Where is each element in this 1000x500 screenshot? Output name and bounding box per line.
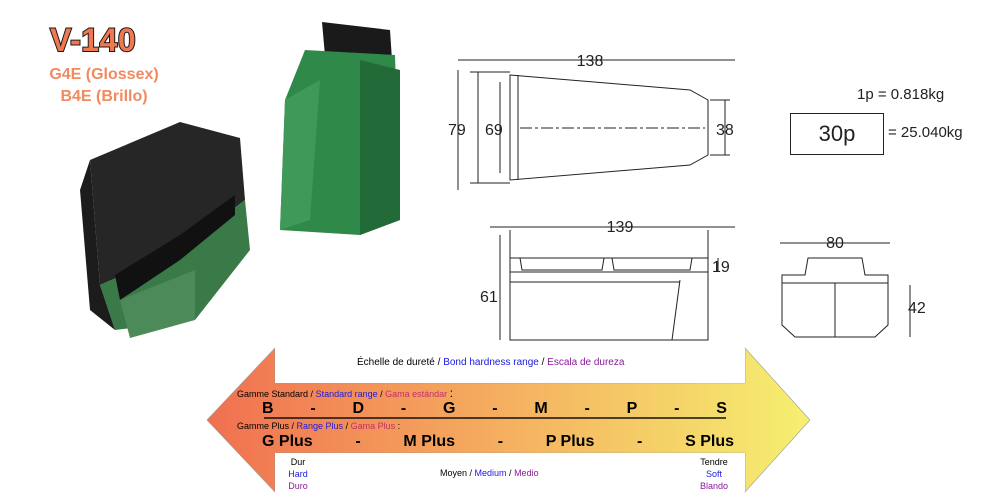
dim-height-side: 61 — [480, 289, 498, 306]
label-text: Escala de dureza — [547, 357, 625, 368]
variant-brillo: B4E (Brillo) — [60, 88, 148, 105]
label-text: Blando — [699, 481, 729, 491]
dim-width-outer: 79 — [448, 122, 466, 139]
label-text: Duro — [288, 481, 308, 491]
label-text: Gamme Standard — [237, 389, 309, 399]
product-photo — [80, 22, 400, 338]
weight-count-box: 30p — [790, 113, 884, 155]
label-text: - — [584, 400, 590, 417]
dim-length-side: 139 — [607, 219, 634, 236]
label-text: Gamme Plus — [237, 421, 290, 431]
variant-glossex: G4E (Glossex) — [49, 66, 159, 83]
label-text: Tendre — [700, 457, 728, 467]
medium-label: Moyen / Medium / Medio — [440, 468, 539, 478]
label-text: : — [449, 386, 454, 400]
end-view-drawing — [780, 242, 911, 338]
dim-width-end-view: 80 — [826, 235, 844, 252]
label-text: P — [626, 400, 638, 417]
label-text: S — [716, 400, 727, 417]
hardness-arrow — [206, 347, 811, 493]
top-view-drawing — [457, 59, 735, 190]
unit-weight: 1p = 0.818kg — [857, 86, 945, 103]
label-text: Soft — [705, 469, 722, 479]
label-text: P Plus — [545, 433, 595, 450]
label-text: Hard — [288, 469, 308, 479]
label-text: Medio — [514, 468, 539, 478]
label-text: D — [352, 400, 365, 417]
label-text: - — [310, 400, 316, 417]
dim-width-end: 38 — [716, 122, 734, 139]
label-text: - — [674, 400, 680, 417]
label-text: Bond hardness range — [443, 357, 539, 368]
label-text: - — [355, 433, 361, 450]
dim-length-top: 138 — [577, 53, 604, 70]
label-text: S Plus — [685, 433, 734, 450]
plus-range-label: Gamme Plus / Range Plus / Gama Plus : — [237, 421, 401, 431]
label-text: Dur — [290, 457, 306, 467]
label-text: M Plus — [403, 433, 455, 450]
label-text: - — [497, 433, 504, 450]
label-text: Moyen — [440, 468, 468, 478]
label-text: Échelle de dureté — [357, 357, 435, 368]
label-text: - — [637, 433, 643, 450]
label-text: Gama Plus — [350, 421, 396, 431]
dim-height-end-view: 42 — [908, 300, 926, 317]
green-block-image — [280, 22, 400, 235]
label-text: / — [437, 357, 441, 368]
label-text: M — [534, 400, 548, 417]
label-text: / — [541, 357, 545, 368]
dim-step: 19 — [712, 259, 730, 276]
label-text: Standard range — [315, 389, 378, 399]
label-text: - — [492, 400, 498, 417]
technical-drawings: 138 79 69 38 139 61 19 80 42 — [448, 53, 926, 341]
total-weight: = 25.040kg — [888, 124, 963, 141]
plus-grades: G Plus - M Plus - P Plus - S Plus — [262, 433, 734, 451]
label-text: : — [397, 421, 401, 431]
label-text: G Plus — [262, 433, 313, 450]
model-title: V-140 — [49, 21, 137, 59]
label-text: Gama estándar — [385, 389, 448, 399]
label-text: - — [400, 400, 407, 417]
black-block-image — [80, 122, 250, 338]
side-view-drawing — [490, 226, 735, 341]
standard-grades: B-D-G-M-P-S — [262, 400, 727, 418]
label-text: Medium — [474, 468, 507, 478]
scale-title: Échelle de dureté / Bond hardness range … — [357, 357, 624, 368]
label-text: Range Plus — [296, 421, 344, 431]
label-text: G — [442, 400, 456, 417]
label-text: B — [262, 400, 274, 417]
standard-range-label: Gamme Standard / Standard range / Gama e… — [237, 386, 454, 400]
dim-width-inner: 69 — [485, 122, 503, 139]
